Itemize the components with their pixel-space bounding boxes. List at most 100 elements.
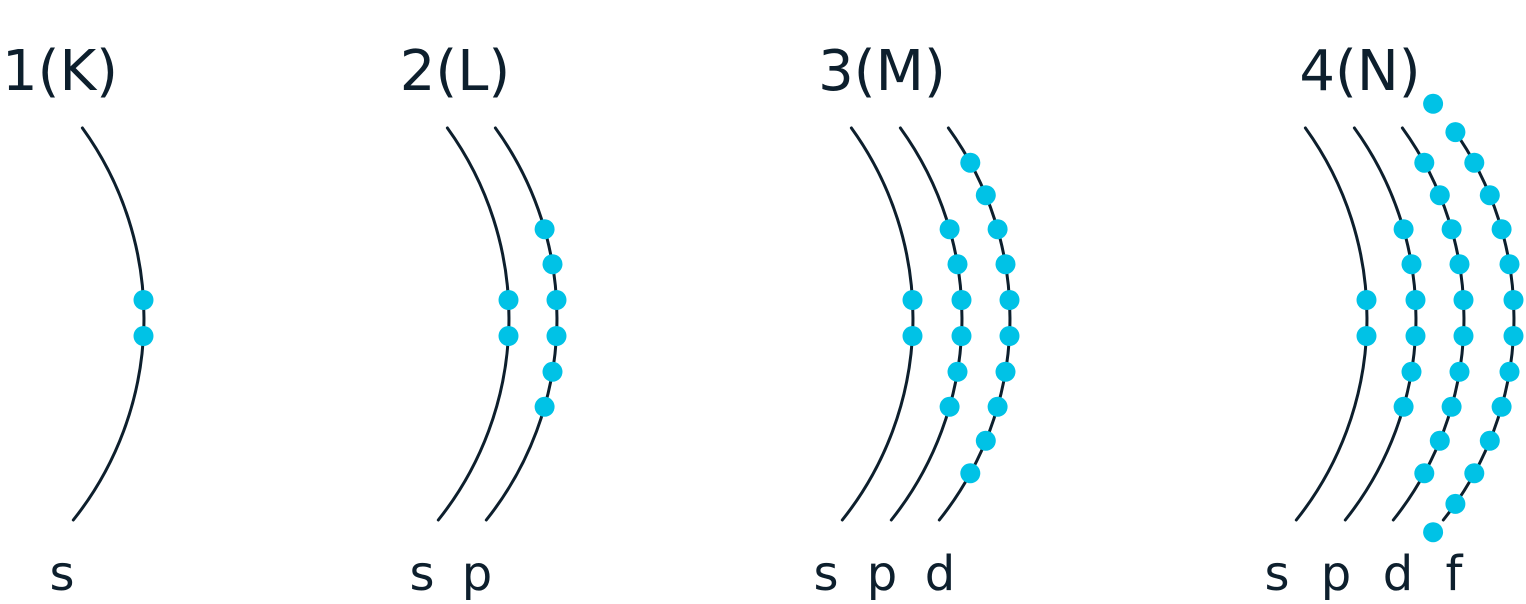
electron-4p-2	[1401, 254, 1422, 275]
subshell-4d-arc	[1391, 126, 1466, 522]
electron-4p-4	[1405, 326, 1426, 346]
subshell-4s-electrons	[1356, 290, 1377, 346]
subshell-2p: p	[462, 126, 567, 602]
subshell-4f-electrons	[1423, 93, 1524, 543]
electron-4d-5	[1453, 290, 1474, 310]
electron-4p-3	[1405, 290, 1426, 310]
shell-4: 4(N) s p d f	[1264, 39, 1524, 602]
subshell-4s-label: s	[1264, 546, 1289, 602]
electron-3d-3	[987, 219, 1008, 240]
subshell-3s-label: s	[813, 546, 838, 602]
subshell-4f: f	[1423, 93, 1524, 602]
shell-title-2: 2(L)	[400, 39, 511, 104]
electron-3d-1	[960, 152, 981, 173]
subshell-1s-arc	[71, 126, 146, 522]
subshell-2s-electrons	[498, 290, 519, 346]
subshell-1s-electrons	[133, 290, 154, 346]
shell-title-4: 4(N)	[1299, 39, 1420, 104]
electron-4f-14	[1423, 522, 1444, 543]
electron-4f-2	[1445, 122, 1466, 143]
subshell-3p-label: p	[867, 546, 897, 602]
electron-4d-3	[1441, 219, 1462, 240]
electron-4f-13	[1445, 493, 1466, 514]
subshell-4d: d	[1383, 126, 1474, 602]
subshell-3d-arc	[937, 126, 1012, 522]
electron-4f-7	[1503, 290, 1524, 310]
electron-4d-2	[1429, 185, 1450, 206]
subshell-3s-arc	[840, 126, 915, 522]
shell-3: 3(M) s p d	[813, 39, 1020, 602]
subshell-2s-arc	[436, 126, 511, 522]
electron-3s-1	[902, 290, 923, 310]
electron-3d-4	[995, 254, 1016, 275]
electron-4f-11	[1479, 430, 1500, 451]
electron-3p-3	[951, 290, 972, 310]
electron-3d-8	[987, 396, 1008, 417]
subshell-2p-arc	[484, 126, 559, 522]
electron-3d-7	[995, 361, 1016, 382]
electron-4f-6	[1499, 254, 1520, 275]
electron-4f-8	[1503, 326, 1524, 346]
shell-1: 1(K) s	[2, 39, 154, 602]
electron-3p-6	[939, 396, 960, 417]
subshell-3p-arc	[889, 126, 964, 522]
shell-2: 2(L) s p	[400, 39, 567, 602]
electron-2p-2	[542, 254, 563, 275]
electron-3p-4	[951, 326, 972, 346]
subshell-3p-electrons	[939, 219, 972, 417]
subshell-1s-label: s	[49, 546, 74, 602]
electron-4s-1	[1356, 290, 1377, 310]
electron-3p-2	[947, 254, 968, 275]
subshell-3s-electrons	[902, 290, 923, 346]
electron-4p-5	[1401, 361, 1422, 382]
subshell-3d-electrons	[960, 152, 1020, 484]
electron-2s-1	[498, 290, 519, 310]
subshell-3s: s	[813, 126, 923, 602]
subshell-4d-electrons	[1414, 152, 1474, 484]
electron-1s-2	[133, 326, 154, 346]
electron-3s-2	[902, 326, 923, 346]
electron-4d-8	[1441, 396, 1462, 417]
subshell-3d: d	[925, 126, 1020, 602]
electron-2p-1	[534, 219, 555, 240]
subshell-2p-label: p	[462, 546, 492, 602]
electron-2p-3	[546, 290, 567, 310]
electron-2s-2	[498, 326, 519, 346]
electron-4p-1	[1393, 219, 1414, 240]
electron-4d-7	[1449, 361, 1470, 382]
electron-2p-4	[546, 326, 567, 346]
subshell-4f-label: f	[1446, 546, 1464, 602]
electron-4f-5	[1491, 219, 1512, 240]
shell-title-1: 1(K)	[2, 39, 118, 104]
electron-4f-12	[1464, 463, 1485, 484]
electron-3d-9	[975, 430, 996, 451]
electron-4d-10	[1414, 463, 1435, 484]
electron-4f-10	[1491, 396, 1512, 417]
electron-3p-1	[939, 219, 960, 240]
electron-4f-3	[1464, 152, 1485, 173]
electron-3d-5	[999, 290, 1020, 310]
subshell-4p-label: p	[1321, 546, 1351, 602]
subshell-3p: p	[867, 126, 972, 602]
electron-4p-6	[1393, 396, 1414, 417]
subshell-4p-arc	[1343, 126, 1418, 522]
subshell-2s-label: s	[409, 546, 434, 602]
electron-4f-9	[1499, 361, 1520, 382]
electron-3p-5	[947, 361, 968, 382]
electron-4s-2	[1356, 326, 1377, 346]
electron-2p-6	[534, 396, 555, 417]
subshell-4d-label: d	[1383, 546, 1413, 602]
electron-3d-10	[960, 463, 981, 484]
electron-3d-6	[999, 326, 1020, 346]
subshell-1s: s	[49, 126, 154, 602]
electron-4f-1	[1423, 93, 1444, 114]
electron-4d-1	[1414, 152, 1435, 173]
subshell-2p-electrons	[534, 219, 567, 417]
electron-2p-5	[542, 361, 563, 382]
subshell-2s: s	[409, 126, 519, 602]
subshell-4s: s	[1264, 126, 1377, 602]
electron-4d-9	[1429, 430, 1450, 451]
electron-1s-1	[133, 290, 154, 310]
electron-4d-4	[1449, 254, 1470, 275]
